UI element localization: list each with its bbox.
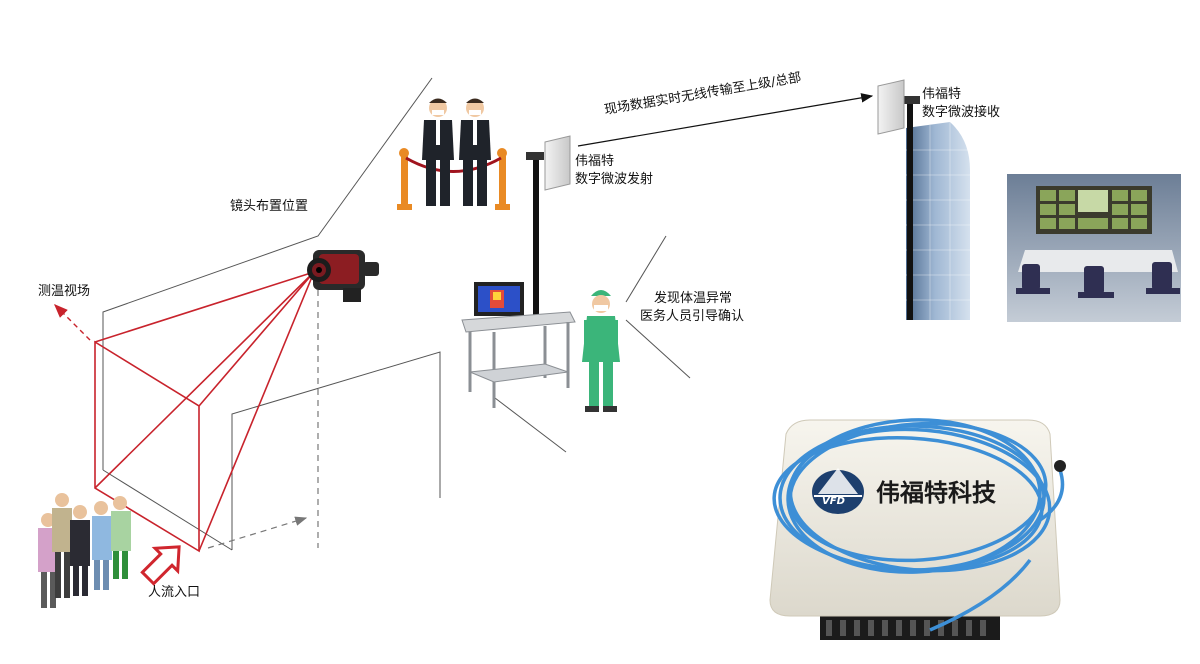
office-building	[906, 122, 970, 320]
medical-worker	[582, 290, 620, 412]
receive-desc: 数字微波接收	[922, 105, 1001, 120]
guards-barrier	[397, 98, 510, 210]
corridor-walls	[102, 77, 691, 551]
vfd-logo	[812, 468, 864, 514]
alert-line-2: 医务人员引导确认	[640, 309, 745, 324]
receive-label: 伟福特 数字微波接收	[922, 86, 1000, 122]
crowd	[38, 493, 131, 608]
transmit-desc: 数字微波发射	[575, 172, 654, 187]
transmit-brand: 伟福特	[575, 154, 615, 169]
wireless-link-arrow	[577, 93, 874, 147]
thermal-camera	[307, 250, 379, 302]
transmit-antenna	[526, 135, 571, 320]
screening-table	[461, 282, 576, 408]
product-device	[769, 418, 1066, 640]
alert-label: 发现体温异常 医务人员引导确认	[640, 290, 744, 326]
lens-position-label: 镜头布置位置	[230, 199, 309, 214]
transmit-label: 伟福特 数字微波发射	[575, 153, 653, 189]
control-room	[1007, 174, 1181, 322]
entrance-arrow	[140, 545, 181, 586]
fov-box	[94, 270, 317, 553]
logo-text: VFD	[822, 496, 845, 507]
product-brand-text: 伟福特科技	[876, 479, 996, 507]
alert-line-1: 发现体温异常	[654, 291, 733, 306]
fov-label: 测温视场	[38, 284, 91, 299]
receive-brand: 伟福特	[922, 87, 962, 102]
fov-arrow	[54, 304, 91, 341]
receive-antenna	[877, 79, 920, 320]
entrance-label: 人流入口	[148, 585, 201, 600]
distance-arrow	[207, 516, 308, 549]
